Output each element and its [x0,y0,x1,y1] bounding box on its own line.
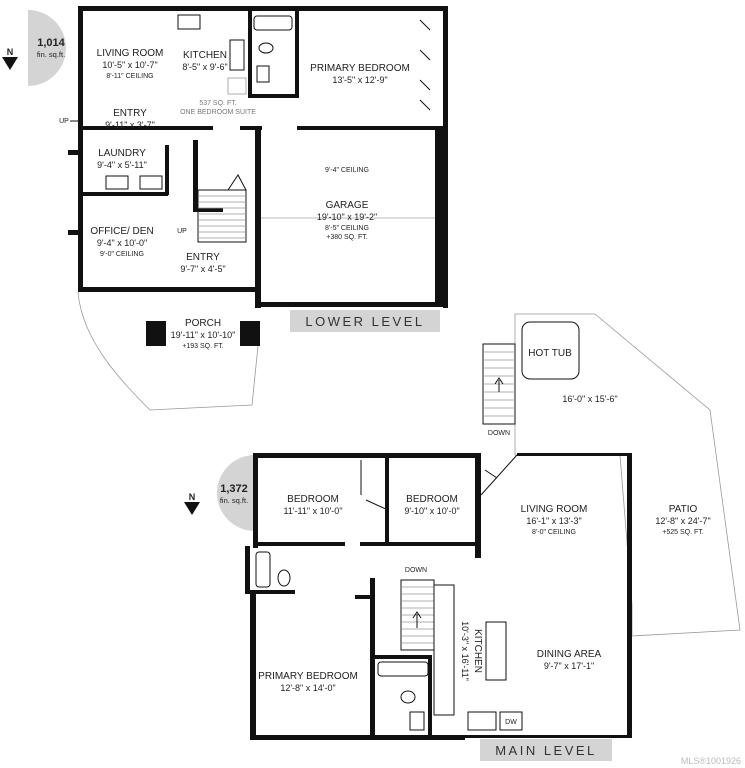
lower-garage-ceiling: 8'-5" CEILING [325,225,369,232]
lower-primary-bedroom-name: PRIMARY BEDROOM [310,63,410,74]
main-bedroom-2-dims: 9'-10" x 10'-0" [404,506,459,516]
main-living-room-dims: 16'-1" x 13'-3" [526,516,581,526]
lower-entry-top-dims: 9'-11" x 3'-7" [105,120,155,130]
main-deck-dims: 16'-0" x 15'-6" [562,394,617,404]
lower-entry-top-name: ENTRY [113,108,147,119]
main-living-room-name: LIVING ROOM [521,504,588,515]
north-arrow-icon: N [184,492,200,515]
main-bedroom-1-name: BEDROOM [287,494,339,505]
lower-kitchen-dims: 8'-5" x 9'-6" [182,62,227,72]
lower-porch-name: PORCH [185,318,221,329]
lower-entry-bottom-name: ENTRY [186,252,220,263]
lower-primary-bedroom-dims: 13'-5" x 12'-9" [332,75,387,85]
lower-level-banner: LOWER LEVEL [290,310,440,332]
main-dishwasher-label: DW [505,719,517,726]
main-bedroom-1-dims: 11'-11" x 10'-0" [283,506,342,516]
lower-sqft-value: 1,014 [37,37,65,49]
main-sqft-unit: fin. sq.ft. [220,496,248,505]
lower-laundry-name: LAUNDRY [98,148,146,159]
lower-garage-name: GARAGE [326,200,369,211]
lower-garage-dims: 19'-10" x 19'-2" [317,212,377,222]
lower-suite-label: ONE BEDROOM SUITE [180,109,256,116]
main-level-banner: MAIN LEVEL [480,739,612,761]
north-arrow-icon: N [2,47,18,70]
lower-garage-area: +380 SQ. FT. [326,234,367,241]
lower-garage-ceiling-top: 9'-4" CEILING [325,167,369,174]
main-kitchen-name: KITCHEN [472,629,483,673]
lower-sqft-badge: 1,014 fin. sq.ft. [28,10,66,86]
main-living-room-ceiling: 8'-0" CEILING [532,529,576,536]
mls-number: MLS®1001926 [681,756,741,766]
main-hot-tub-label: HOT TUB [528,348,572,359]
lower-suite-area: 537 SQ. FT. [199,100,236,107]
main-down-stair: DOWN [405,567,427,574]
main-bedroom-2-name: BEDROOM [406,494,458,505]
lower-office-name: OFFICE/ DEN [90,226,153,237]
lower-office-ceiling: 9'-0" CEILING [100,251,144,258]
lower-up-stair: UP [177,228,187,235]
main-primary-bedroom-name: PRIMARY BEDROOM [258,671,358,682]
lower-porch-dims: 19'-11" x 10'-10" [171,330,236,340]
main-patio-dims: 12'-8" x 24'-7" [655,516,710,526]
lower-entry-bottom-dims: 9'-7" x 4'-5" [180,264,225,274]
main-primary-bedroom-dims: 12'-8" x 14'-0" [280,683,335,693]
lower-up-left: UP [59,118,69,125]
lower-level-plan: 1,014 fin. sq.ft. N [2,6,448,411]
main-patio-name: PATIO [669,504,698,515]
main-dining-dims: 9'-7" x 17'-1" [544,661,594,671]
lower-living-room-name: LIVING ROOM [97,48,164,59]
main-sqft-value: 1,372 [220,483,248,495]
lower-kitchen-name: KITCHEN [183,50,227,61]
main-down-deck: DOWN [488,430,510,437]
lower-living-room-dims: 10'-5" x 10'-7" [102,60,157,70]
lower-level-title: LOWER LEVEL [305,314,424,329]
lower-office-dims: 9'-4" x 10'-0" [97,238,147,248]
lower-porch-area: +193 SQ. FT. [182,343,223,350]
lower-north-label: N [7,47,14,57]
lower-laundry-dims: 9'-4" x 5'-11" [97,160,147,170]
lower-sqft-unit: fin. sq.ft. [37,50,65,59]
main-sqft-badge: 1,372 fin. sq.ft. [217,455,255,531]
main-kitchen-dims: 10'-3" x 16'-11" [460,621,470,681]
main-level-title: MAIN LEVEL [495,743,597,758]
main-patio-area: +525 SQ. FT. [662,529,703,536]
main-north-label: N [189,492,196,502]
main-level-plan: 1,372 fin. sq.ft. N [184,313,741,761]
main-dining-name: DINING AREA [537,649,602,660]
lower-living-room-ceiling: 8'-11" CEILING [106,73,153,80]
